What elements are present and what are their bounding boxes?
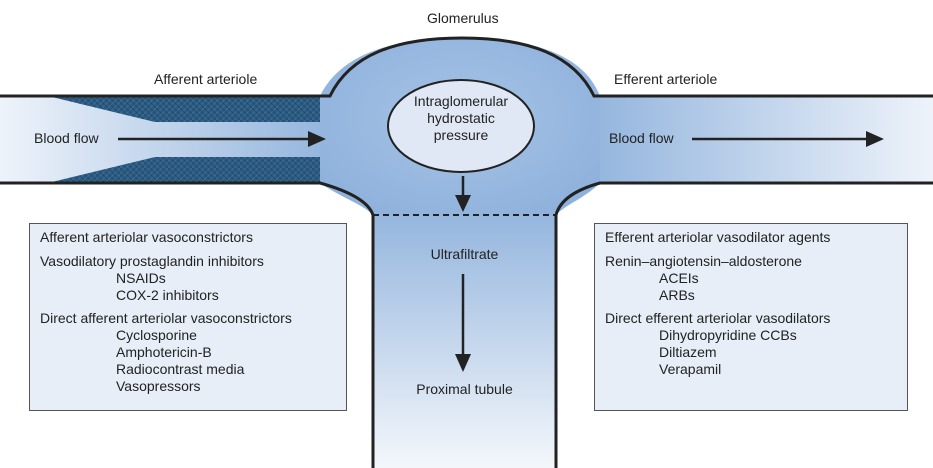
left-group-title: Direct afferent arteriolar vasoconstrict… [40,310,292,326]
proximal-tubule-label: Proximal tubule [416,381,513,397]
vessel-outlines [0,36,933,468]
efferent-vasodilators-box: Efferent arteriolar vasodilator agents R… [594,223,908,411]
left-group-item: Vasopressors [116,378,201,394]
glomerulus-label: Glomerulus [427,10,499,26]
left-group-item: COX-2 inhibitors [116,287,219,303]
filtration-arrow-head [455,195,471,212]
pressure-label-line3: pressure [433,127,489,143]
blood-flow-label-right: Blood flow [609,130,674,146]
afferent-arteriole-label: Afferent arteriole [154,71,258,87]
blood-flow-label-left: Blood flow [34,130,99,146]
blood-flow-arrow-right-head [866,131,884,147]
right-group-item: Dihydropyridine CCBs [659,327,797,343]
ultrafiltrate-label: Ultrafiltrate [430,246,499,262]
pressure-label-line1: Intraglomerular [413,93,509,109]
left-group-item: Radiocontrast media [116,361,245,377]
right-box-group: Direct efferent arteriolar vasodilators … [605,310,897,378]
blood-flow-arrow-left-head [308,131,326,147]
right-group-item: ARBs [659,287,695,303]
proximal-tubule-vessel [373,200,556,468]
left-group-item: Cyclosporine [116,327,197,343]
right-group-title: Renin–angiotensin–aldosterone [605,253,802,269]
left-group-item: NSAIDs [116,270,166,286]
afferent-vasoconstrictors-box: Afferent arteriolar vasoconstrictors Vas… [29,223,347,411]
afferent-constriction-top [52,97,320,122]
left-group-item: Amphotericin-B [116,344,212,360]
right-group-item: Verapamil [659,361,722,377]
right-group-title: Direct efferent arteriolar vasodilators [605,310,831,326]
left-box-group: Direct afferent arteriolar vasoconstrict… [40,310,336,395]
afferent-constriction-bottom [52,157,320,182]
right-group-item: ACEIs [659,270,699,286]
pressure-ellipse [387,79,535,173]
right-box-header: Efferent arteriolar vasodilator agents [605,229,831,245]
right-group-item: Diltiazem [659,344,717,360]
left-box-header: Afferent arteriolar vasoconstrictors [40,229,253,245]
tubule-arrow-head [455,354,471,372]
efferent-arteriole-label: Efferent arteriole [614,71,718,87]
pressure-label-line2: hydrostatic [427,110,495,126]
left-box-group: Vasodilatory prostaglandin inhibitors NS… [40,253,336,304]
right-box-group: Renin–angiotensin–aldosterone ACEIs ARBs [605,253,897,304]
left-group-title: Vasodilatory prostaglandin inhibitors [40,253,264,269]
